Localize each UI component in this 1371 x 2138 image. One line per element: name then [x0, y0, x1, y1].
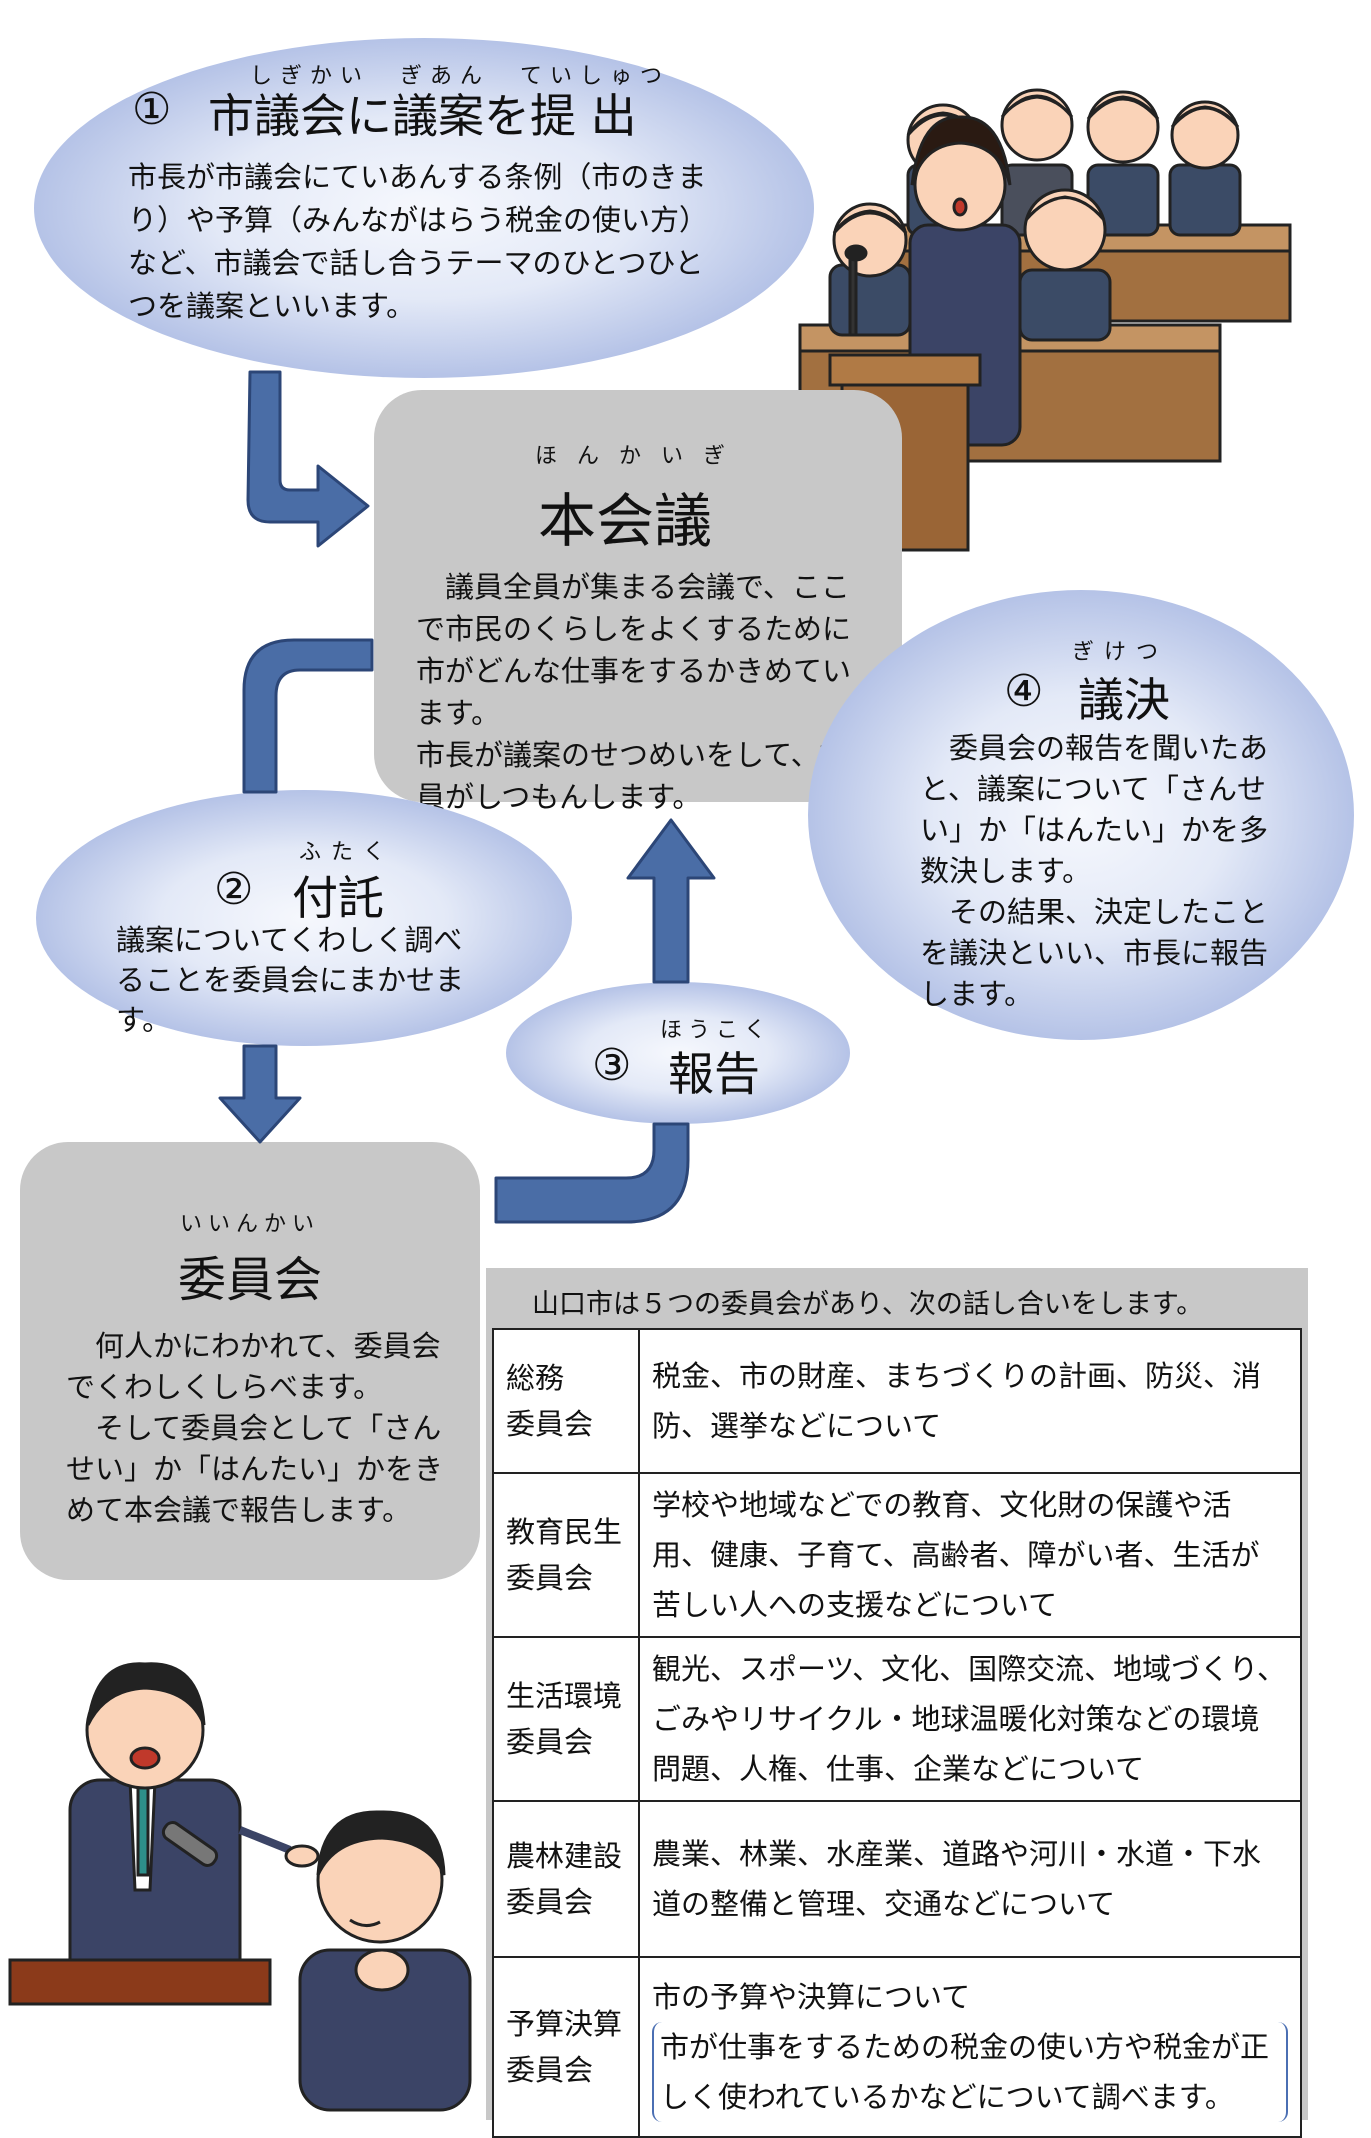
committee-text: 何人かにわかれて、委員会でくわしくしらべます。 そして委員会として「さんせい」か…: [66, 1326, 448, 1531]
step3-title: 報告: [668, 1047, 760, 1101]
committee-title: 委員会: [178, 1252, 323, 1308]
step4-text: 委員会の報告を聞いたあと、議案について「さんせい」か「はんたい」かを多数決します…: [920, 728, 1268, 1015]
step2-bubble: [36, 790, 572, 1046]
committee-name: 総務: [506, 1361, 565, 1395]
plenary-text-1: 議員全員が集まる会議で、ここで市民のくらしをよくするために市がどんな仕事をするか…: [416, 570, 852, 730]
committee-text-2: そして委員会として「さんせい」か「はんたい」かをきめて本会議で報告します。: [66, 1411, 444, 1527]
committee-desc: 農業、林業、水産業、道路や河川・水道・下水道の整備と管理、交通などについて: [638, 1800, 1302, 1958]
committee-name: 生活環境: [506, 1679, 623, 1713]
plenary-box: [374, 390, 902, 802]
step2-number: ②: [214, 864, 254, 915]
plenary-title: 本会議: [538, 487, 713, 555]
step1-number: ①: [132, 84, 172, 135]
committee-desc: 市の予算や決算について 市が仕事をするための税金の使い方や税金が正しく使われてい…: [638, 1956, 1302, 2138]
committee-name-cell: 農林建設 委員会: [492, 1800, 640, 1958]
table-row: 教育民生 委員会 学校や地域などでの教育、文化財の保護や活用、健康、子育て、高齢…: [492, 1472, 1302, 1638]
step2-title: 付託: [292, 871, 384, 925]
step4-text-2: その結果、決定したことを議決といい、市長に報告します。: [920, 895, 1269, 1011]
committee-name-suffix: 委員会: [506, 2053, 594, 2087]
committee-table-caption: 山口市は５つの委員会があり、次の話し合いをします。: [532, 1289, 1204, 1320]
arrow-report-upper: [626, 818, 716, 984]
step4-text-1: 委員会の報告を聞いたあと、議案について「さんせい」か「はんたい」かを多数決します…: [920, 731, 1269, 888]
plenary-reading: ほんかいぎ: [534, 444, 745, 469]
committee-name-suffix: 委員会: [506, 1407, 594, 1441]
committee-desc: 学校や地域などでの教育、文化財の保護や活用、健康、子育て、高齢者、障がい者、生活…: [638, 1472, 1302, 1638]
table-row: 総務 委員会 税金、市の財産、まちづくりの計画、防災、消防、選挙などについて: [492, 1328, 1302, 1474]
step4-bubble: [808, 590, 1354, 1040]
step2-reading: ふたく: [298, 840, 395, 865]
committee-name-suffix: 委員会: [506, 1725, 594, 1759]
committee-desc: 観光、スポーツ、文化、国際交流、地域づくり、ごみやリサイクル・地球温暖化対策など…: [638, 1636, 1302, 1802]
step2-text: 議案についてくわしく調べることを委員会にまかせます。: [116, 923, 465, 1037]
table-row: 農林建設 委員会 農業、林業、水産業、道路や河川・水道・下水道の整備と管理、交通…: [492, 1800, 1302, 1958]
step1-reading: しぎかい ぎあん ていしゅつ: [249, 64, 670, 89]
committee-table: 総務 委員会 税金、市の財産、まちづくりの計画、防災、消防、選挙などについて 教…: [492, 1328, 1302, 2138]
arrow-proposal: [246, 370, 370, 548]
committee-box: [20, 1142, 480, 1580]
step3-number: ③: [592, 1040, 632, 1091]
step3-reading: ほうこく: [660, 1018, 773, 1043]
committee-text-1: 何人かにわかれて、委員会でくわしくしらべます。: [66, 1329, 441, 1404]
committee-name: 農林建設: [506, 1839, 623, 1873]
committee-reading: いいんかい: [179, 1212, 320, 1237]
committee-desc: 税金、市の財産、まちづくりの計画、防災、消防、選挙などについて: [638, 1328, 1302, 1474]
arrow-referral: [242, 638, 374, 794]
step4-number: ④: [1004, 666, 1044, 717]
step3-bubble: [506, 982, 850, 1124]
committee-name-cell: 教育民生 委員会: [492, 1472, 640, 1638]
table-row: 生活環境 委員会 観光、スポーツ、文化、国際交流、地域づくり、ごみやリサイクル・…: [492, 1636, 1302, 1802]
committee-name: 教育民生: [506, 1515, 623, 1549]
step1-text: 市長が市議会にていあんする条例（市のきまり）や予算（みんながはらう税金の使い方）…: [128, 160, 709, 323]
step4-title: 議決: [1078, 673, 1170, 727]
committee-desc-line: 市の予算や決算について: [652, 1980, 971, 2014]
committee-desc-note: 市が仕事をするための税金の使い方や税金が正しく使われているかなどについて調べます…: [652, 2022, 1288, 2122]
committee-illustration: [8, 1662, 472, 2112]
step1-bubble: [34, 38, 814, 378]
committee-name: 予算決算: [506, 2007, 623, 2041]
committee-name-suffix: 委員会: [506, 1561, 594, 1595]
arrow-report: [494, 1122, 690, 1224]
committee-name-cell: 予算決算 委員会: [492, 1956, 640, 2138]
step4-reading: ぎけつ: [1071, 640, 1168, 665]
plenary-text: 議員全員が集まる会議で、ここで市民のくらしをよくするために市がどんな仕事をするか…: [416, 566, 860, 818]
step1-title: 市議会に議案を提 出: [208, 89, 637, 143]
committee-name-cell: 生活環境 委員会: [492, 1636, 640, 1802]
plenary-text-2: 市長が議案のせつめいをして、議員がしつもんします。: [416, 738, 849, 814]
committee-name-cell: 総務 委員会: [492, 1328, 640, 1474]
table-row: 予算決算 委員会 市の予算や決算について 市が仕事をするための税金の使い方や税金…: [492, 1956, 1302, 2138]
arrow-referral-lower: [218, 1044, 302, 1144]
committee-name-suffix: 委員会: [506, 1885, 594, 1919]
